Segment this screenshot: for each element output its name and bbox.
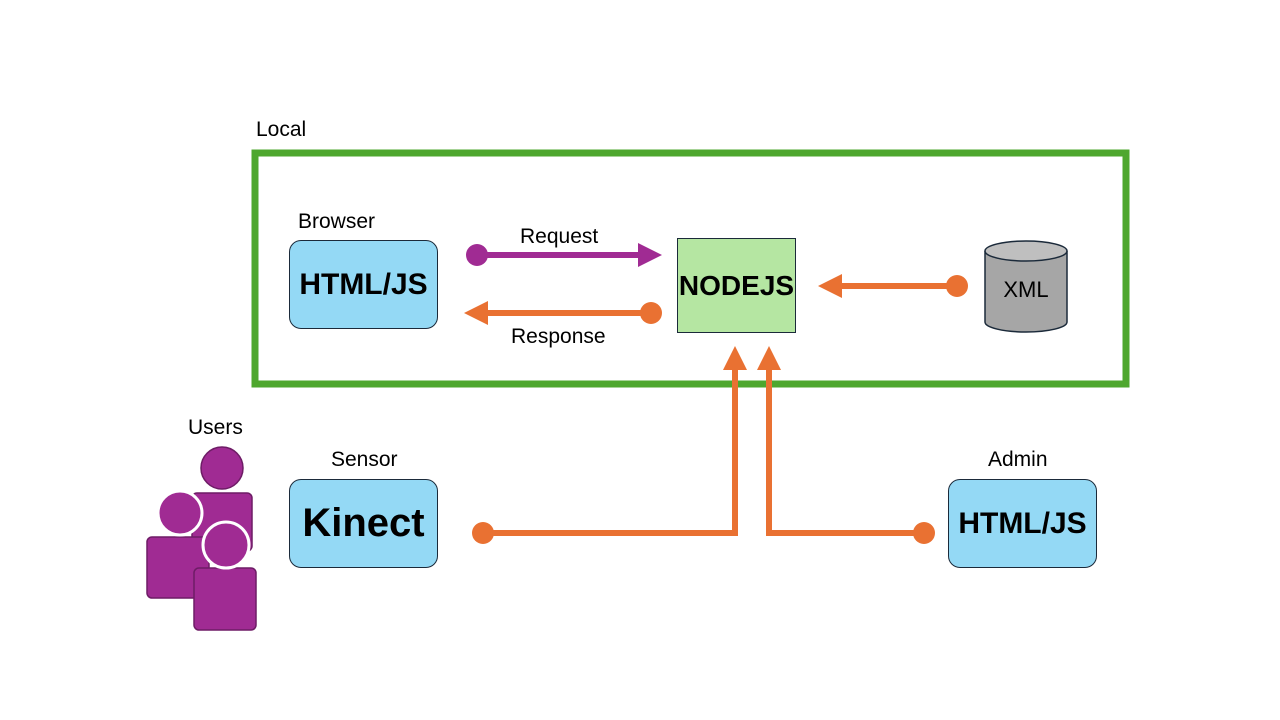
kinect-box-text: Kinect <box>302 501 425 545</box>
kinect-to-node-arrow <box>472 346 747 544</box>
admin-box: HTML/JS <box>948 479 1097 568</box>
admin-to-node-arrow <box>757 346 935 544</box>
local-frame <box>251 149 1130 388</box>
nodejs-label: NODEJS <box>678 269 795 301</box>
browser-box-text: HTML/JS <box>299 267 428 301</box>
browser-box: HTML/JS <box>289 240 438 329</box>
nodejs-box: NODEJS <box>677 238 796 333</box>
kinect-box: Kinect <box>289 479 438 568</box>
response-arrow <box>464 301 662 325</box>
xml-label: XML <box>1003 277 1049 302</box>
xml-database-icon <box>984 240 1068 333</box>
xml-to-node-arrow <box>818 274 968 298</box>
request-arrow <box>466 243 662 267</box>
request-label: Request <box>520 225 599 248</box>
local-label: Local <box>256 118 307 141</box>
users-label: Users <box>188 416 243 439</box>
response-label: Response <box>511 325 606 348</box>
admin-box-text: HTML/JS <box>958 506 1087 540</box>
users-icon <box>146 446 257 631</box>
browser-label: Browser <box>298 210 376 233</box>
sensor-label: Sensor <box>331 448 398 471</box>
admin-label: Admin <box>988 448 1048 471</box>
